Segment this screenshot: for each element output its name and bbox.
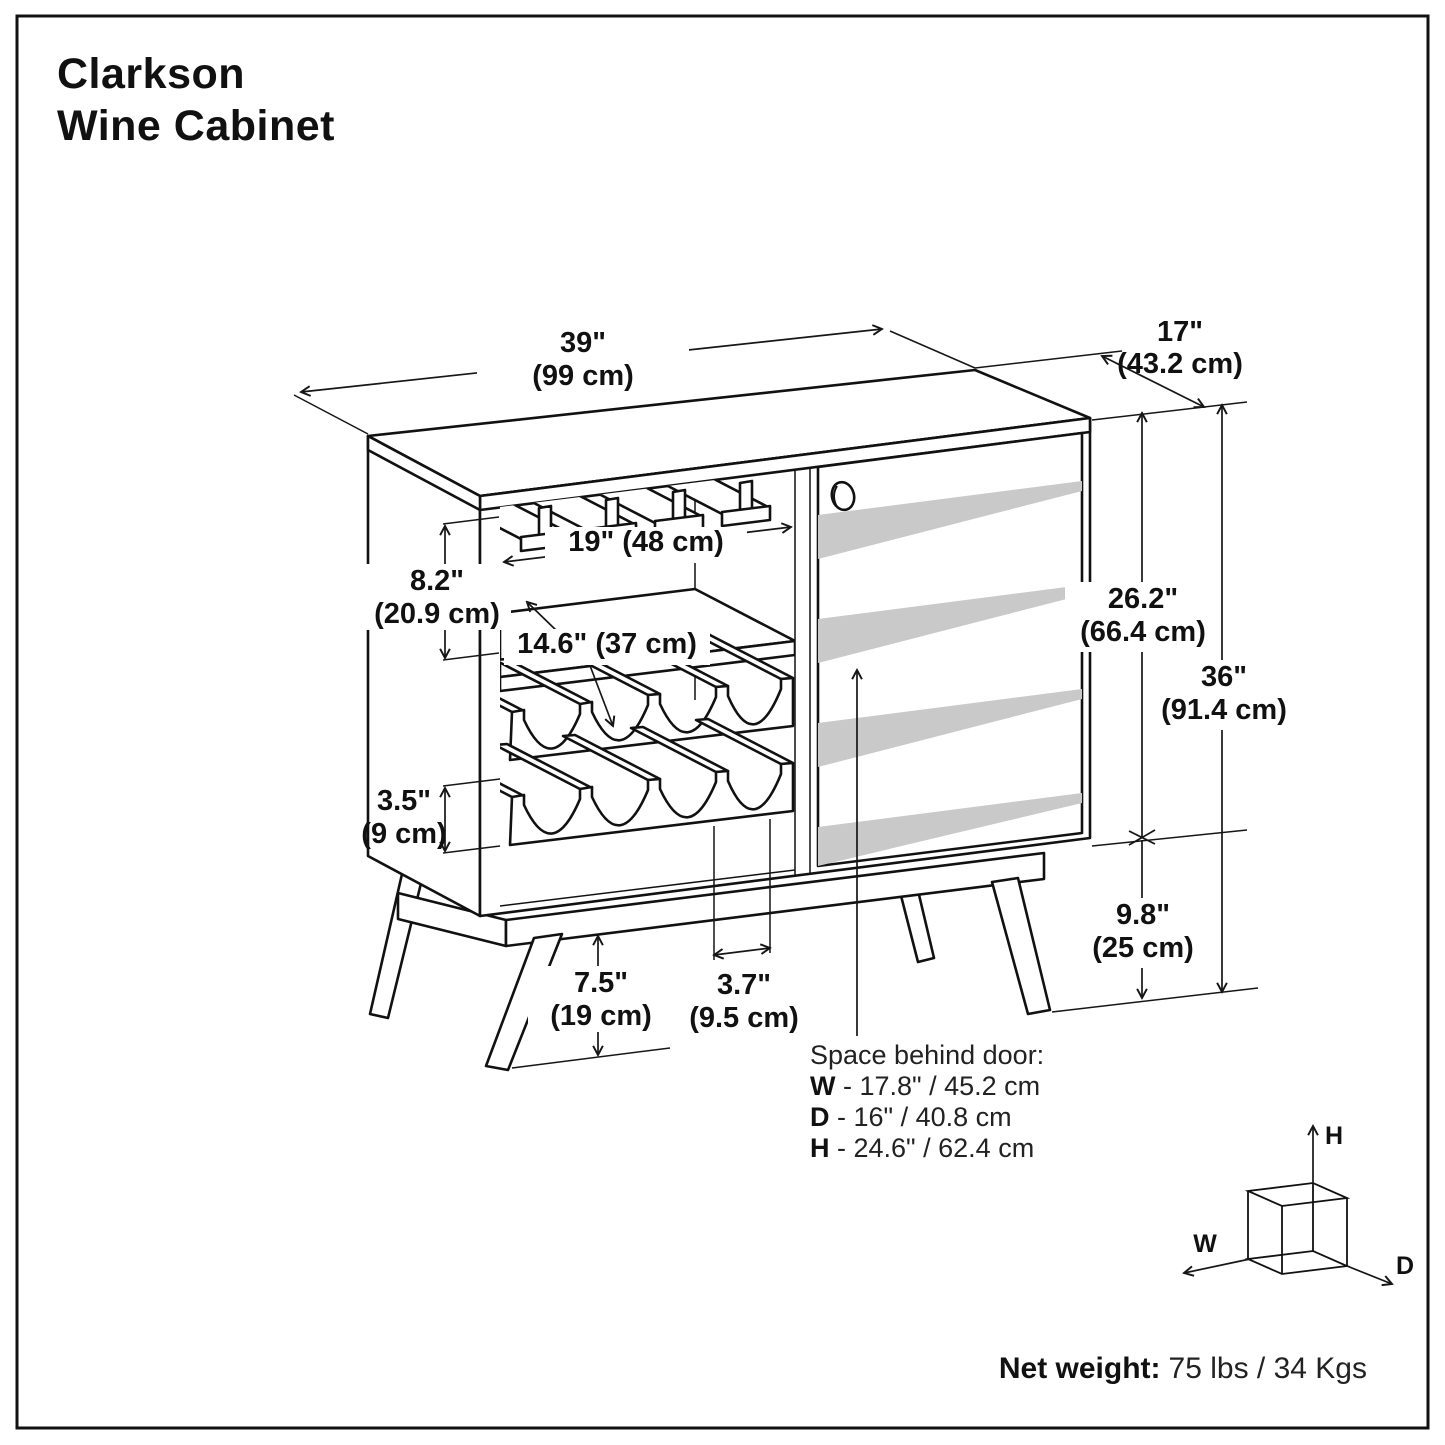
door-stripe: [818, 481, 1082, 559]
dim-total-height: 36" (91.4 cm): [1154, 405, 1294, 992]
dim-bottle-slot: 3.7" (9.5 cm): [689, 819, 799, 1034]
dim-depth: 17" (43.2 cm): [974, 316, 1243, 407]
rack-scalloped-bar: [508, 761, 795, 847]
ext-floor-right: [1051, 987, 1259, 1013]
dim-width: 39" (99 cm): [293, 327, 976, 435]
dim-glass-cm: (20.9 cm): [374, 598, 500, 630]
axis-label-d: D: [1396, 1252, 1414, 1280]
dim-leg-height: 7.5" (19 cm): [511, 936, 674, 1069]
stemware-rail-foot: [720, 504, 772, 528]
dim-interior-width: 19" (48 cm): [568, 526, 724, 558]
dim-clearance: 9.8" (25 cm): [1072, 840, 1214, 998]
dim-depth-in: 17": [1157, 316, 1203, 348]
page-border: [15, 14, 1430, 1430]
door-knob-icon: [830, 480, 856, 512]
leg-front-right: [990, 876, 1052, 1016]
dimension-annotations: 39" (99 cm) 17" (43.2 cm) 26.2" (66.4 cm…: [293, 316, 1294, 1069]
space-row-value: - 24.6" / 62.4 cm: [837, 1133, 1035, 1163]
dim-body-height: 26.2" (66.4 cm): [1065, 413, 1221, 846]
space-row-label: D: [810, 1102, 830, 1132]
net-weight: Net weight:75 lbs / 34 Kgs: [999, 1352, 1367, 1386]
space-behind-door-heading: Space behind door:: [810, 1040, 1045, 1070]
space-row-label: H: [810, 1133, 830, 1163]
interior-floor-line: [500, 869, 795, 907]
dim-leg-height-in: 7.5": [574, 967, 628, 999]
dim-wine-rack-cm: (9 cm): [361, 818, 446, 850]
axis-label-w: W: [1193, 1230, 1217, 1258]
space-row-value: - 16" / 40.8 cm: [837, 1102, 1012, 1132]
top-slab-left-band: [366, 434, 482, 512]
dim-depth-cm: (43.2 cm): [1117, 348, 1243, 380]
cabinet-drawing: [366, 368, 1092, 1072]
dim-leg-height-cm: (19 cm): [550, 1000, 652, 1032]
space-row-label: W: [810, 1071, 836, 1101]
dim-shelf-depth: 14.6" (37 cm): [517, 628, 697, 660]
door-stripe: [818, 793, 1082, 866]
dim-glass-section: 8.2" (20.9 cm): [363, 516, 511, 661]
space-row-value: - 17.8" / 45.2 cm: [843, 1071, 1041, 1101]
dim-total-height-cm: (91.4 cm): [1161, 694, 1287, 726]
net-weight-label: Net weight:: [998, 1352, 1161, 1385]
ext-bottom-right: [1091, 829, 1248, 847]
page-title-line2: Wine Cabinet: [57, 102, 335, 150]
door-stripe: [818, 689, 1082, 767]
space-behind-door-row: H - 24.6" / 62.4 cm: [810, 1133, 1044, 1164]
dim-interior-width: 19" (48 cm): [504, 526, 791, 563]
dim-width-in: 39": [560, 327, 606, 359]
dim-glass-in: 8.2": [410, 565, 464, 597]
dim-shelf-depth: 14.6" (37 cm): [504, 602, 710, 726]
apron-front: [504, 851, 1046, 948]
space-behind-door-row: D - 16" / 40.8 cm: [810, 1102, 1044, 1133]
axis-cube-icon: H W D: [1184, 1122, 1414, 1284]
dim-bottle-slot-in: 3.7": [717, 969, 771, 1001]
door-stripes: [818, 481, 1082, 866]
door-knob-detail: [833, 485, 838, 508]
ext-top-right: [1091, 401, 1248, 421]
space-behind-door-row: W - 17.8" / 45.2 cm: [810, 1071, 1044, 1102]
wine-rack-lower: [500, 717, 795, 847]
dim-bottle-slot-cm: (9.5 cm): [689, 1002, 799, 1034]
dim-clearance-in: 9.8": [1116, 899, 1170, 931]
dim-body-height-cm: (66.4 cm): [1080, 616, 1206, 648]
dim-wine-rack-in: 3.5": [377, 785, 431, 817]
net-weight-value: 75 lbs / 34 Kgs: [1168, 1352, 1367, 1385]
axis-label-h: H: [1325, 1122, 1343, 1150]
cabinet-door: [816, 431, 1084, 868]
dim-total-height-in: 36": [1201, 661, 1247, 693]
dim-wine-rack: 3.5" (9 cm): [361, 778, 501, 854]
space-behind-door-note: Space behind door: W - 17.8" / 45.2 cm D…: [810, 1040, 1044, 1164]
dim-width-cm: (99 cm): [532, 360, 634, 392]
dim-clearance-cm: (25 cm): [1092, 932, 1194, 964]
page-title: Clarkson Wine Cabinet: [57, 48, 335, 152]
door-stripe: [818, 585, 1082, 663]
page-title-line1: Clarkson: [57, 50, 246, 98]
dim-body-height-in: 26.2": [1108, 583, 1178, 615]
